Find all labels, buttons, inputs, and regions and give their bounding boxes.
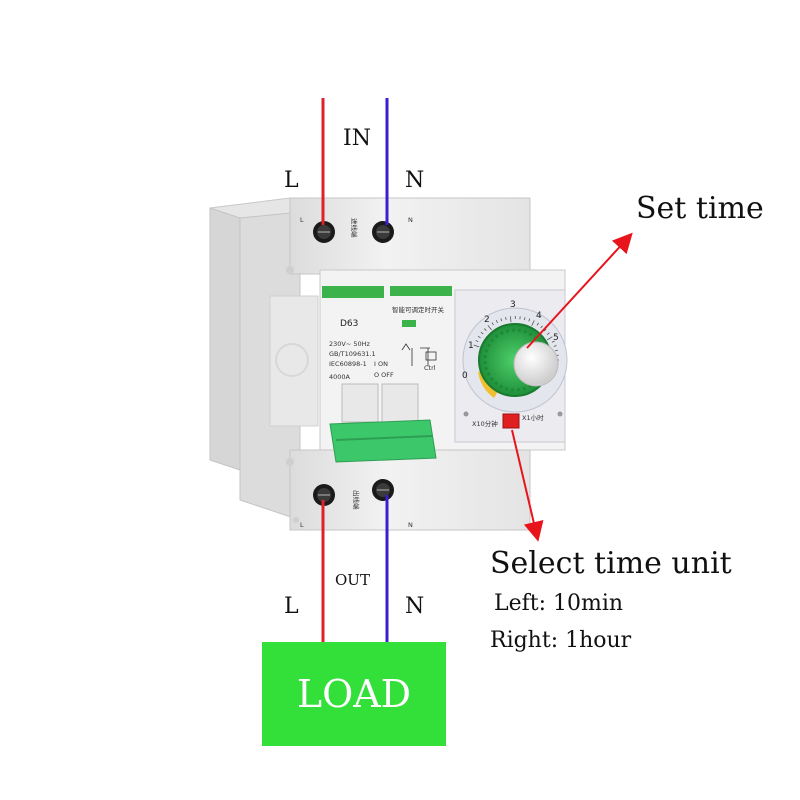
spec-voltage: 230V~ 50Hz <box>329 340 371 348</box>
in-terminal-cn: 进线端 <box>350 218 359 238</box>
dial-tick <box>553 345 557 347</box>
left-unit-note: Left: 10min <box>494 591 624 616</box>
spec-capacity: 4000A <box>329 373 351 381</box>
dial-num-1: 1 <box>468 341 474 351</box>
load-box: LOAD <box>262 642 446 746</box>
load-label: LOAD <box>296 672 412 716</box>
term-l-top: L <box>300 216 304 224</box>
dial-num-3: 3 <box>510 300 516 310</box>
term-n-bottom: N <box>408 521 413 529</box>
input-label: IN <box>343 126 371 151</box>
dial-tick <box>491 322 494 326</box>
dial-tick <box>475 340 479 343</box>
dial-tick <box>547 336 553 341</box>
off-label: O OFF <box>374 371 394 379</box>
out-terminal-cn: 出线端 <box>352 490 361 510</box>
dial-tick <box>495 320 498 324</box>
top-live-label: L <box>284 168 299 193</box>
input-wires <box>321 98 389 225</box>
product-cn: 智能可调定时开关 <box>392 305 445 314</box>
breaker-lever[interactable] <box>329 383 437 463</box>
dial-num-0: 0 <box>462 371 468 381</box>
dial-num-2: 2 <box>484 315 490 325</box>
on-label: I ON <box>374 360 388 368</box>
term-l-bottom: L <box>300 521 304 529</box>
ctrl-label: Ctrl <box>424 364 436 372</box>
top-neutral-label: N <box>405 168 425 193</box>
select-unit-arrow <box>511 429 544 542</box>
dial-tick <box>480 331 484 335</box>
spec-std2: IEC60898-1 <box>329 360 367 368</box>
set-time-label: Set time <box>636 191 764 226</box>
time-unit-selector[interactable] <box>502 413 520 429</box>
select-unit-label: Select time unit <box>490 546 732 581</box>
dial-tick <box>477 335 481 339</box>
dial-tick <box>487 325 492 331</box>
spec-std1: GB/T109631.1 <box>329 350 376 358</box>
timer-breaker-device: L N L N 进线端 出线端 D63 230V~ 50Hz GB/T10963… <box>209 197 568 531</box>
output-wires <box>321 495 389 644</box>
unit-right-label: X1小时 <box>522 413 544 422</box>
dial-tick <box>551 340 555 343</box>
right-unit-note: Right: 1hour <box>490 628 632 653</box>
dial-tick <box>543 328 547 332</box>
set-time-arrow <box>526 232 633 349</box>
dial-tick <box>528 318 531 322</box>
dial-tick <box>473 344 480 348</box>
term-n-top: N <box>408 216 413 224</box>
dial-tick <box>536 322 539 326</box>
bottom-live-label: L <box>284 594 299 619</box>
output-label: OUT <box>335 571 370 589</box>
unit-left-label: X10分钟 <box>472 419 498 428</box>
dial-num-4: 4 <box>536 311 542 321</box>
bottom-neutral-label: N <box>405 594 425 619</box>
dial-tick <box>523 317 526 321</box>
dial-tick <box>510 316 512 323</box>
dial-tick <box>546 332 550 335</box>
dial-tick <box>540 325 543 329</box>
dial-tick <box>554 349 558 352</box>
dial-num-5: 5 <box>553 333 559 343</box>
dial-tick <box>505 316 507 321</box>
dial-tick <box>531 320 535 327</box>
model-label: D63 <box>340 319 358 329</box>
circuit-symbol-icon <box>401 320 437 366</box>
dial-tick <box>483 328 487 331</box>
dial-tick <box>500 318 503 322</box>
